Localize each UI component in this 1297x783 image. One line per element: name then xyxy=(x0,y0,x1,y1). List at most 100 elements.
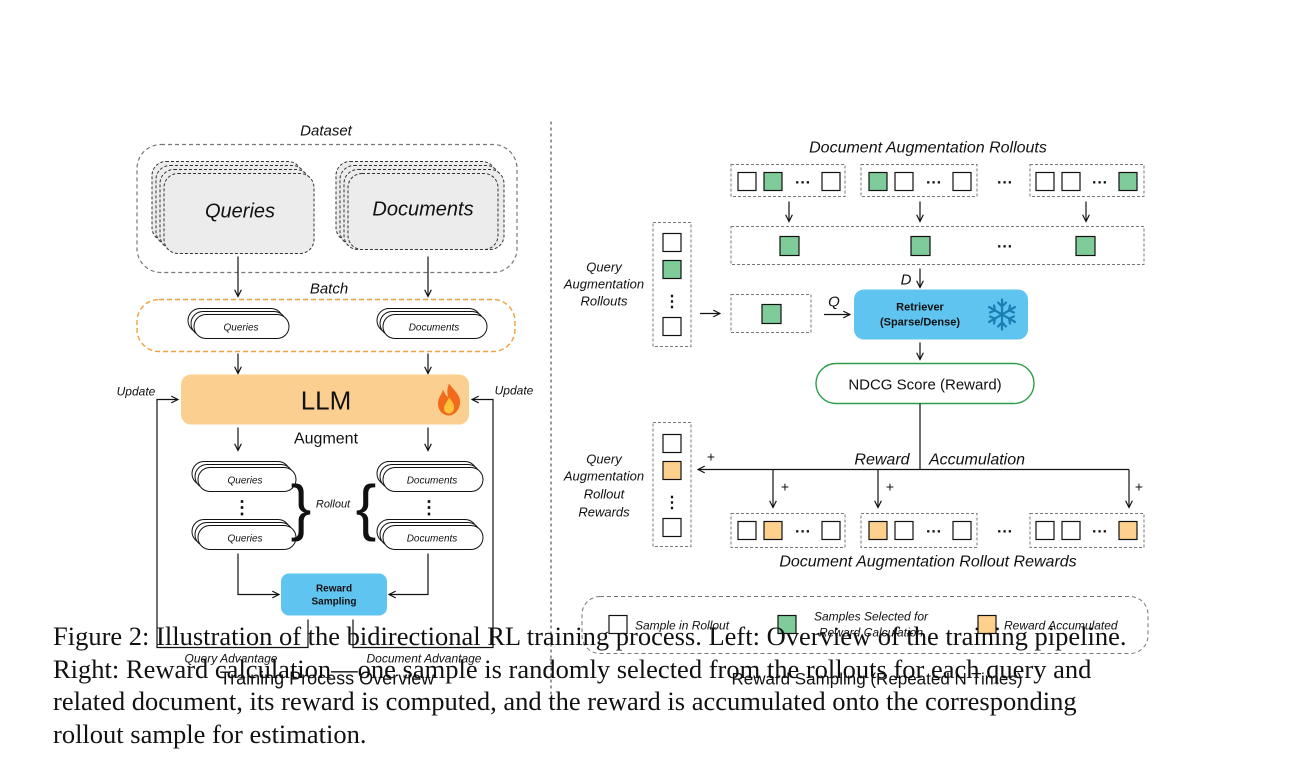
doc-rollout-group-1: ··· xyxy=(730,164,846,197)
query-rewards-label-line4: Rewards xyxy=(578,505,630,520)
doc-rollout-ellipsis: ··· xyxy=(997,175,1013,192)
arrow-query-rollouts-to-sampling xyxy=(237,553,279,595)
snowflake-icon xyxy=(987,298,1017,331)
dataset-documents-label: Documents xyxy=(372,199,473,221)
retriever-line1: Retriever xyxy=(896,302,944,314)
query-rollouts-column: ⋮ xyxy=(652,222,692,347)
update-right-label: Update xyxy=(495,384,534,398)
rollout-documents-dots: ⋮ xyxy=(420,498,438,518)
query-rollouts-label-line1: Query xyxy=(586,260,623,275)
rollout-documents-top-label: Documents xyxy=(407,476,458,487)
doc-reward-group-1: ··· xyxy=(730,513,846,548)
rollout-queries-top-label: Queries xyxy=(227,476,262,487)
legend-box xyxy=(581,596,1149,654)
caption-line-4: rollout sample for estimation. xyxy=(53,718,367,749)
d-label: D xyxy=(901,272,912,289)
doc-reward-group-2: ··· xyxy=(860,513,978,548)
rollout-queries-dots: ⋮ xyxy=(233,498,251,518)
accumulation-word: Accumulation xyxy=(928,452,1025,469)
doc-reward-group-3: ··· xyxy=(1029,513,1145,548)
augment-label: Augment xyxy=(294,431,359,448)
query-rewards-label-line3: Rollout xyxy=(584,487,626,502)
legend-sample-item: Sample in Rollout xyxy=(608,614,730,635)
reward-sampling-line2: Sampling xyxy=(311,597,356,608)
reward-word: Reward xyxy=(854,452,910,469)
caption-line-3: related document, its reward is computed… xyxy=(53,686,1077,716)
dataset-queries-stack xyxy=(151,161,315,254)
dataset-label: Dataset xyxy=(300,123,353,140)
dataset-container xyxy=(136,143,518,274)
query-rewards-label-line1: Query xyxy=(586,452,623,467)
rollout-queries-bottom-stack xyxy=(191,519,297,550)
plus-query: + xyxy=(707,449,715,465)
doc-rollouts-title: Document Augmentation Rollouts xyxy=(809,140,1047,157)
retriever-box xyxy=(854,289,1028,340)
query-rollouts-label-line2: Augmentation xyxy=(563,277,644,292)
dataset-documents-stack xyxy=(335,161,505,250)
svg-text:···: ··· xyxy=(926,175,942,192)
legend-selected-item: Samples Selected for Reward Calculation xyxy=(777,610,929,640)
left-panel-title: Training Process Overview xyxy=(220,669,435,689)
svg-text:···: ··· xyxy=(795,524,811,541)
document-update-line xyxy=(352,400,494,649)
doc-rollout-group-3: ··· xyxy=(1029,164,1145,197)
rollout-documents-top-stack xyxy=(376,461,484,492)
plus-doc-2: + xyxy=(886,479,894,495)
left-brace-icon: { xyxy=(356,474,377,543)
batch-queries-stack xyxy=(187,308,290,339)
svg-text:···: ··· xyxy=(1092,175,1108,192)
caption-line-1: Figure 2: Illustration of the bidirectio… xyxy=(53,621,1127,651)
query-rollouts-label-line3: Rollouts xyxy=(581,294,628,309)
caption-line-2: Right: Reward calculation—one sample is … xyxy=(53,653,1092,684)
batch-documents-label: Documents xyxy=(409,323,460,334)
svg-text:⋮: ⋮ xyxy=(664,495,680,512)
batch-queries-label: Queries xyxy=(223,323,258,334)
svg-text:···: ··· xyxy=(997,239,1013,256)
legend-selected-line1: Samples Selected for xyxy=(814,610,929,624)
svg-text:···: ··· xyxy=(926,524,942,541)
ndcg-label: NDCG Score (Reward) xyxy=(848,377,1001,394)
update-left-label: Update xyxy=(117,385,156,399)
fire-icon xyxy=(438,383,461,416)
plus-doc-1: + xyxy=(781,479,789,495)
selected-docs-row: ··· xyxy=(730,226,1145,265)
legend-selected-line2: Reward Calculation xyxy=(819,626,923,640)
batch-container xyxy=(136,298,516,353)
selected-query-box xyxy=(730,294,812,333)
svg-text:⋮: ⋮ xyxy=(664,294,680,311)
legend-accumulated-label: Reward Accumulated xyxy=(1004,619,1118,633)
rollout-documents-bottom-label: Documents xyxy=(407,534,458,545)
batch-label: Batch xyxy=(310,281,348,298)
ndcg-box xyxy=(815,362,1035,405)
svg-text:···: ··· xyxy=(795,175,811,192)
plus-doc-3: + xyxy=(1135,479,1143,495)
rollout-queries-top-stack xyxy=(191,461,297,492)
reward-sampling-box xyxy=(281,573,387,616)
reward-sampling-line1: Reward xyxy=(316,584,352,595)
dataset-queries-label: Queries xyxy=(205,201,275,223)
rollout-queries-bottom-label: Queries xyxy=(227,534,262,545)
legend-accumulated-item: Reward Accumulated xyxy=(977,614,1118,635)
retriever-line2: (Sparse/Dense) xyxy=(880,317,960,329)
query-advantage-label: Query Advantage xyxy=(185,652,278,666)
rollout-documents-bottom-stack xyxy=(376,519,484,550)
legend-sample-label: Sample in Rollout xyxy=(635,619,730,633)
query-rewards-column: ⋮ xyxy=(652,422,692,547)
doc-rewards-title: Document Augmentation Rollout Rewards xyxy=(779,554,1076,571)
rollout-label: Rollout xyxy=(316,499,351,511)
arrow-document-rollouts-to-sampling xyxy=(389,553,429,595)
llm-box xyxy=(181,374,469,425)
document-advantage-label: Document Advantage xyxy=(367,652,482,666)
query-rewards-label-line2: Augmentation xyxy=(563,469,644,484)
doc-reward-ellipsis: ··· xyxy=(997,524,1013,541)
q-label: Q xyxy=(828,294,840,311)
right-panel-title: Reward Sampling (Repeated N Times) xyxy=(731,670,1022,689)
llm-label: LLM xyxy=(301,386,352,416)
right-brace-icon: } xyxy=(291,474,312,543)
svg-text:···: ··· xyxy=(1092,524,1108,541)
figure-caption: Figure 2: Illustration of the bidirectio… xyxy=(53,620,1253,750)
doc-rollout-group-2: ··· xyxy=(860,164,978,197)
query-update-line xyxy=(156,400,309,649)
batch-documents-stack xyxy=(376,308,488,339)
